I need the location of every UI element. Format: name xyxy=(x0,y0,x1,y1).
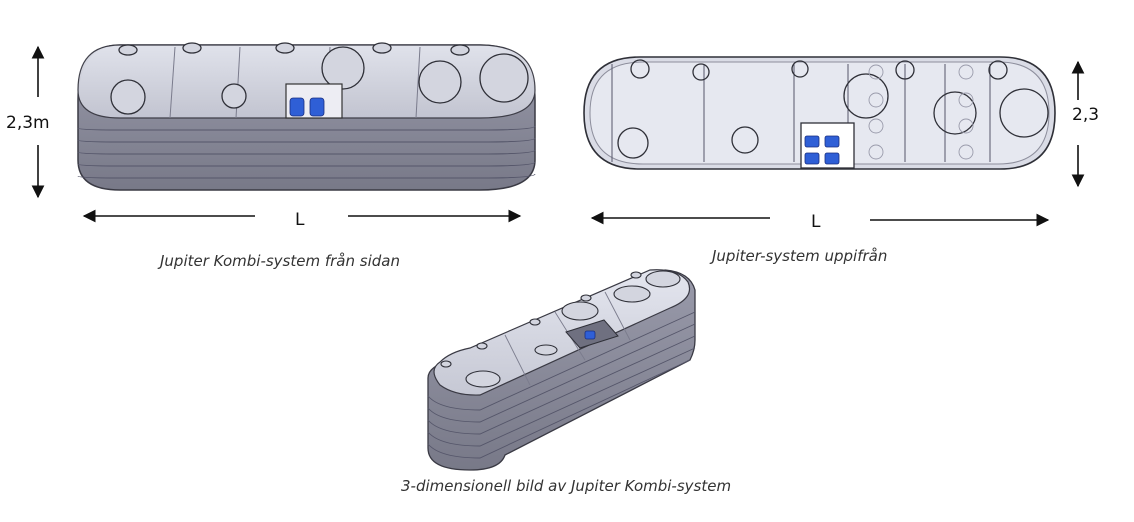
top-length-label: L xyxy=(811,212,821,232)
iso-ribs xyxy=(427,311,696,459)
side-view-caption: Jupiter Kombi-system från sidan xyxy=(160,252,400,270)
side-pumps xyxy=(289,97,325,117)
side-length-label: L xyxy=(295,210,305,230)
top-manholes xyxy=(617,59,1049,159)
top-pumps xyxy=(804,135,840,165)
top-fittings xyxy=(868,64,974,160)
top-partitions xyxy=(611,64,991,162)
iso-view-tank xyxy=(427,269,696,471)
iso-pump xyxy=(584,330,596,340)
top-view-tank xyxy=(583,56,1056,170)
side-manholes xyxy=(110,42,529,115)
side-height-label: 2,3m xyxy=(6,113,50,133)
iso-view-caption: 3-dimensionell bild av Jupiter Kombi-sys… xyxy=(401,477,732,495)
iso-manholes xyxy=(440,270,681,388)
side-view-tank xyxy=(77,42,536,191)
top-view-caption: Jupiter-system uppifrån xyxy=(712,247,888,265)
side-ribs xyxy=(77,125,536,179)
top-height-label: 2,3 xyxy=(1072,105,1100,125)
